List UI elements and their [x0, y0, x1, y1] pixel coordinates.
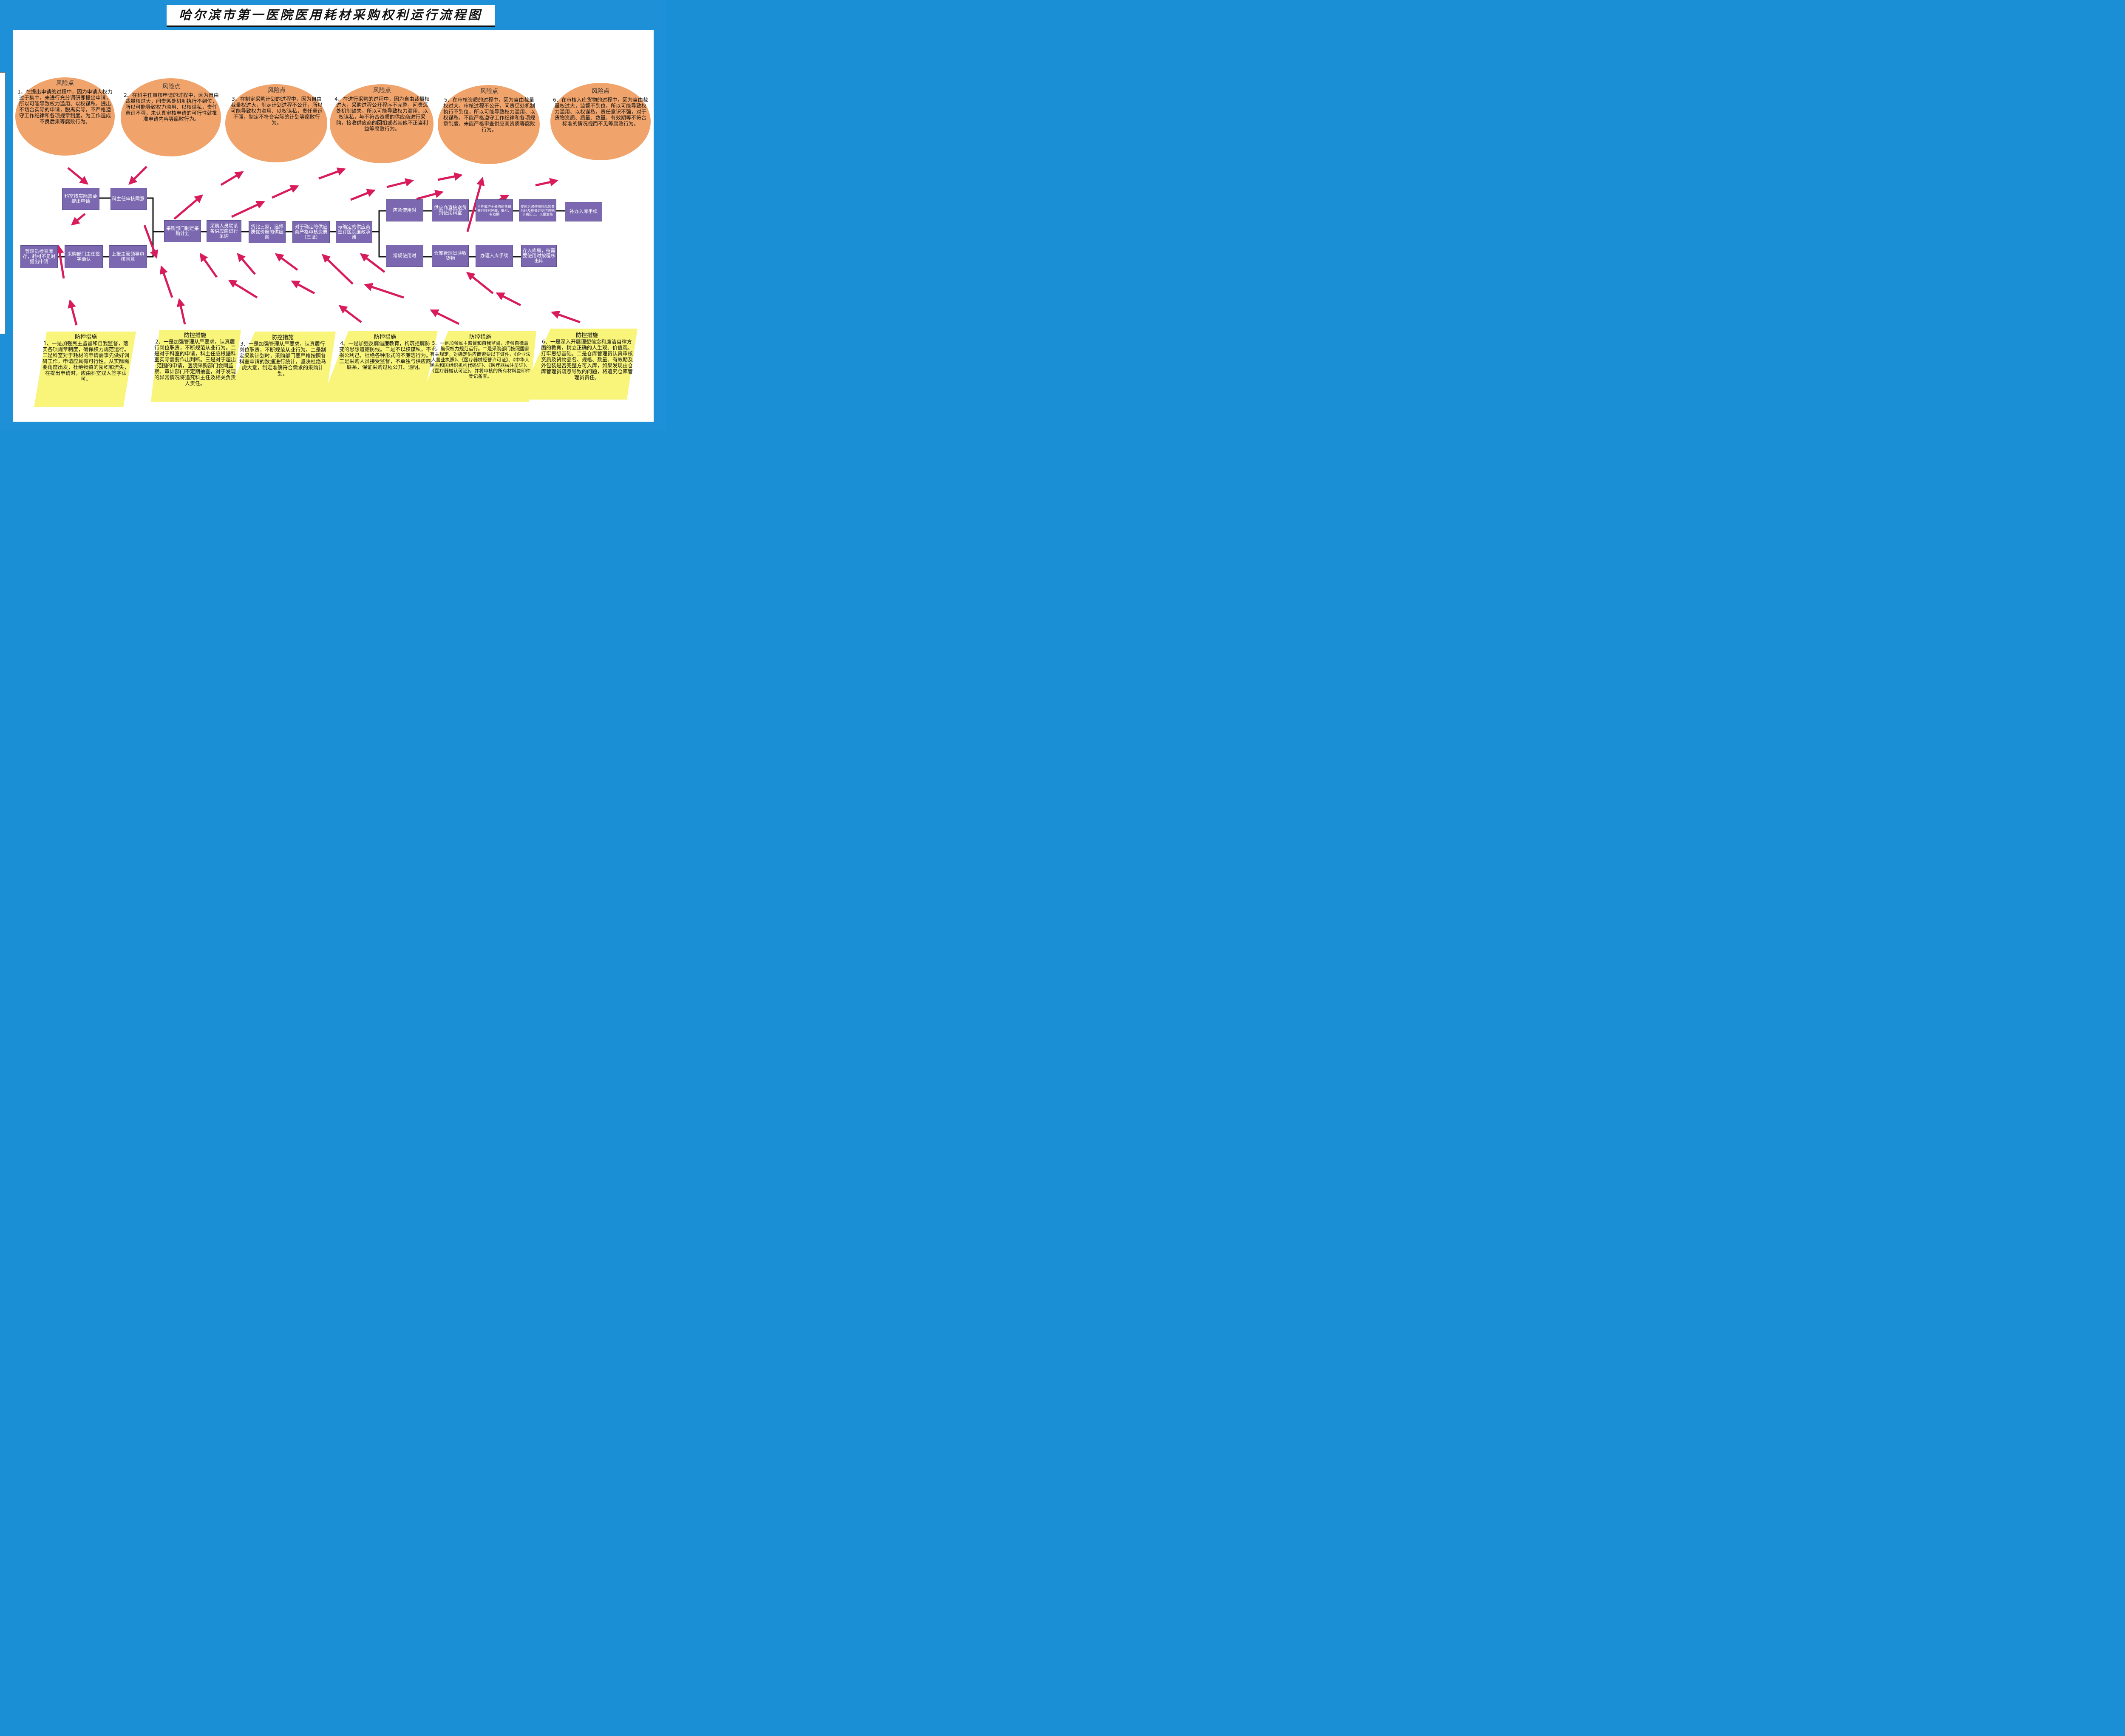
risk-point-6-header: 风险点 — [592, 88, 609, 95]
risk-point-2-header: 风险点 — [162, 83, 180, 90]
measure-2-header: 防控措施 — [184, 332, 206, 339]
measure-2-text: 2、一是加强管理从严要求，认真履行岗位职责，不断规范从业行为。二是对于科室的申请… — [154, 339, 236, 386]
step-direct-delivery: 供应商直接送货到使用科室 — [432, 199, 469, 221]
risk-point-1: 风险点 1、在提出申请的过程中，因为申请人权力过于集中，未进行充分调研即提出申请… — [17, 79, 113, 125]
step-sign-integrity-pledge: 与确定的供应商签订医院廉政承诺 — [336, 221, 372, 243]
measure-5-text: 5、一是加强民主监督和自我监督，增强自律意识，确保权力规范运行。二是采购部门按照… — [430, 340, 531, 379]
risk-ellipse-1 — [15, 77, 115, 156]
step-leader-approval: 上报主管领导审核同意 — [109, 245, 147, 268]
step-make-plan: 采购部门制定采购计划 — [164, 220, 201, 242]
measure-4-text: 4、一是加强反腐倡廉教育，构筑拒腐防变的思想道德防线。二是不以权谋私，不损公利己… — [339, 340, 431, 370]
step-dept-request: 科室按实际需要提出申请 — [62, 188, 99, 210]
measure-shape-1 — [34, 332, 136, 407]
measure-shape-2 — [151, 330, 241, 402]
step-supplement-warehousing: 补办入库手续 — [565, 202, 602, 221]
risk-ellipse-2 — [121, 78, 221, 156]
risk-point-4-text: 4、在进行采购的过程中，因为自由裁量权过大，采购过程公开程序不完整，问责惩处机制… — [334, 96, 430, 132]
step-warehousing-procedure: 办理入库手续 — [476, 245, 513, 267]
risk-point-3-header: 风险点 — [268, 87, 286, 94]
step-contact-suppliers: 采购人员联系各供应商进行采购 — [207, 220, 241, 242]
step-barcode-record: 使用后将使用物品的条形码及相关证明信息贴于病历上，以便复核 — [519, 199, 556, 221]
step-routine-use: 常规使用时 — [386, 245, 423, 267]
measure-4: 防控措施 4、一是加强反腐倡廉教育，构筑拒腐防变的思想道德防线。二是不以权谋私，… — [338, 332, 432, 370]
risk-point-4: 风险点 4、在进行采购的过程中，因为自由裁量权过大，采购过程公开程序不完整，问责… — [334, 86, 430, 132]
step-joint-check: 主任或护士长与供货商共同核对包装、批号、有效期 — [476, 199, 513, 221]
step-verify-qualifications: 对于确定的供应商严格审核资质（三证） — [292, 221, 330, 243]
risk-ellipse-6 — [550, 83, 651, 160]
step-procurement-sign: 采购部门主任签字确认 — [65, 245, 103, 268]
measure-shape-3 — [224, 332, 336, 402]
measure-3-header: 防控措施 — [271, 335, 294, 341]
diagram-graphics — [15, 77, 651, 407]
risk-point-4-header: 风险点 — [373, 87, 391, 94]
risk-point-6: 风险点 6、在审核入库货物的过程中，因为自由裁量权过大，监督不到位，所以可能导致… — [552, 87, 649, 127]
risk-ellipse-3 — [225, 84, 327, 162]
measure-5: 防控措施 5、一是加强民主监督和自我监督，增强自律意识，确保权力规范运行。二是采… — [429, 332, 531, 379]
measure-5-header: 防控措施 — [469, 334, 491, 340]
risk-ellipse-5 — [438, 85, 540, 164]
risk-point-5: 风险点 5、在审核资质的过程中，因为自由裁量权过大，审核过程不公开，问责惩处机制… — [442, 87, 536, 133]
risk-point-5-text: 5、在审核资质的过程中，因为自由裁量权过大，审核过程不公开，问责惩处机制执行不到… — [443, 97, 535, 133]
risk-point-1-header: 风险点 — [56, 80, 74, 87]
step-store-and-issue: 存入库房，待需要使用时按程序出库 — [521, 245, 557, 267]
step-warehouse-inspection: 仓库管理员验收货物 — [432, 245, 469, 267]
measure-shape-4 — [321, 331, 438, 402]
measure-shape-5 — [419, 331, 536, 402]
risk-point-3: 风险点 3、在制定采购计划的过程中，因为自由裁量权过大，制定计划过程不公开，所以… — [230, 86, 324, 126]
step-emergency-use: 应急使用时 — [386, 199, 423, 221]
measure-3: 防控措施 3、一是加强管理从严要求，认真履行岗位职责，不断规范从业行为。二是制定… — [238, 333, 327, 377]
measure-shape-6 — [519, 329, 638, 400]
step-stock-check: 管理员检查库存，耗材不足时提出申请 — [20, 245, 58, 268]
measure-arrows — [55, 245, 581, 326]
measure-1-text: 1、一是加强民主监督和自我监督，落实各项规章制度，确保权力规范运行。二是科室对于… — [42, 340, 129, 382]
measure-6-text: 6、一是深入开展理想信念和廉洁自律方面的教育，树立正确的人生观、价值观、打牢思想… — [541, 339, 633, 380]
risk-ellipse-4 — [330, 84, 434, 163]
measure-2: 防控措施 2、一是加强管理从严要求，认真履行岗位职责，不断规范从业行为。二是对于… — [153, 331, 237, 386]
risk-point-6-text: 6、在审核入库货物的过程中，因为自由裁量权过大，监督不到位，所以可能导致权力滥用… — [553, 97, 648, 127]
risk-arrows — [67, 166, 558, 259]
title-banner: 哈尔滨市第一医院医用耗材采购权利运行流程图 — [167, 5, 495, 27]
connector-lines — [57, 197, 565, 258]
risk-point-5-header: 风险点 — [480, 88, 498, 95]
left-edge-strip — [0, 72, 6, 334]
measure-6-header: 防控措施 — [575, 332, 598, 339]
measure-1-header: 防控措施 — [74, 334, 97, 340]
risk-point-2: 风险点 2、在科主任审核申请的过程中，因为自由裁量权过大，问责惩处机制执行不到位… — [123, 82, 219, 122]
measure-3-text: 3、一是加强管理从严要求，认真履行岗位职责，不断规范从业行为。二是制定采购计划时… — [239, 341, 326, 377]
risk-point-2-text: 2、在科主任审核申请的过程中，因为自由裁量权过大，问责惩处机制执行不到位，所以可… — [124, 92, 219, 122]
risk-point-1-text: 1、在提出申请的过程中，因为申请人权力过于集中，未进行充分调研即提出申请，所以可… — [17, 89, 113, 125]
measure-4-header: 防控措施 — [374, 334, 396, 340]
risk-point-3-text: 3、在制定采购计划的过程中，因为自由裁量权过大，制定计划过程不公开，所以可能导致… — [230, 96, 323, 126]
measure-1: 防控措施 1、一是加强民主监督和自我监督，落实各项规章制度，确保权力规范运行。二… — [42, 332, 130, 382]
page-title: 哈尔滨市第一医院医用耗材采购权利运行流程图 — [178, 8, 482, 22]
step-director-approval: 科主任审核同意 — [110, 188, 147, 210]
step-compare-suppliers: 货比三家，选择质优价廉的供应商 — [249, 221, 286, 243]
measure-6: 防控措施 6、一是深入开展理想信念和廉洁自律方面的教育，树立正确的人生观、价值观… — [540, 331, 634, 380]
